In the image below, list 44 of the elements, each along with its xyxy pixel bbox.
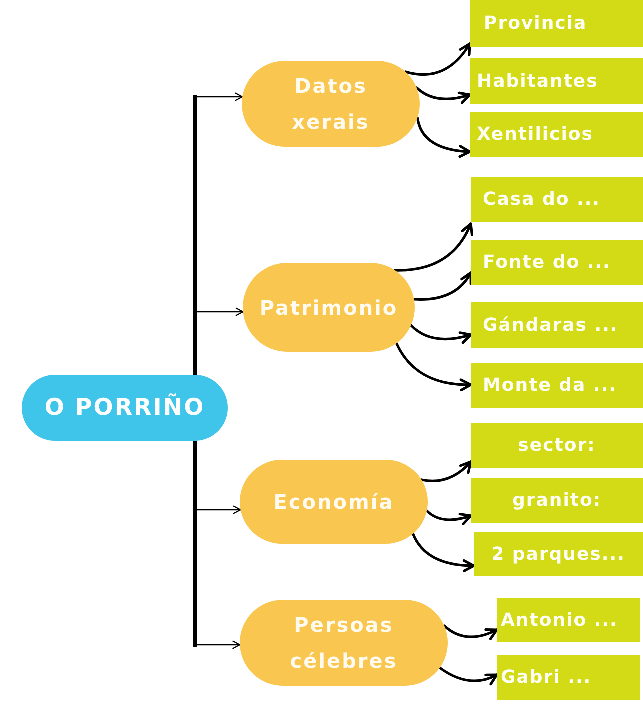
subtopic-tag <box>470 0 643 47</box>
curved-arrow <box>395 342 472 392</box>
subtopic-label: Casa do ... <box>483 189 601 210</box>
curved-arrow <box>412 532 476 572</box>
curved-arrow <box>404 42 472 76</box>
curved-arrow <box>438 666 498 686</box>
curved-arrow <box>410 324 472 344</box>
category-label: Economía <box>274 489 394 516</box>
curved-arrow <box>416 116 472 158</box>
subtopic-label: Provincia <box>484 13 588 34</box>
subtopic-tag <box>497 598 640 642</box>
subtopic-tag <box>471 240 643 285</box>
subtopic-label: Xentilicios <box>477 124 594 145</box>
subtopic-label: Gabri ... <box>501 667 592 688</box>
subtopic-label: Antonio ... <box>501 610 618 630</box>
subtopic-label: Fonte do ... <box>483 252 611 273</box>
curved-arrow <box>420 460 472 482</box>
subtopic-tag <box>497 655 640 700</box>
subtopic-label: sector: <box>518 435 596 456</box>
category-label: Patrimonio <box>260 294 398 322</box>
subtopic-label: Monte da ... <box>483 375 617 396</box>
category-pill <box>243 263 415 352</box>
category-label: Datos xerais <box>291 73 371 136</box>
subtopic-tag <box>474 532 643 576</box>
subtopic-label: Gándaras ... <box>483 314 618 336</box>
subtopic-label: granito: <box>512 490 602 511</box>
category-label: Persoas célebres <box>289 612 399 675</box>
subtopic-tag <box>470 58 643 104</box>
curved-arrow <box>412 272 472 301</box>
category-pill <box>242 61 420 147</box>
subtopic-tag <box>471 177 643 222</box>
subtopic-tag <box>471 363 643 408</box>
curved-arrow <box>416 86 472 104</box>
subtopic-tag <box>471 478 643 523</box>
subtopic-label: Habitantes <box>477 70 598 92</box>
curved-arrow <box>394 222 474 272</box>
subtopic-tag <box>471 302 643 348</box>
topic-label: O PORRIÑO <box>44 395 206 421</box>
curved-arrow <box>443 624 498 640</box>
subtopic-tag <box>471 423 643 468</box>
subtopic-label: 2 parques... <box>492 544 626 564</box>
subtopic-tag <box>470 112 643 157</box>
curved-arrow <box>426 510 472 526</box>
branch-arrow <box>194 440 241 650</box>
